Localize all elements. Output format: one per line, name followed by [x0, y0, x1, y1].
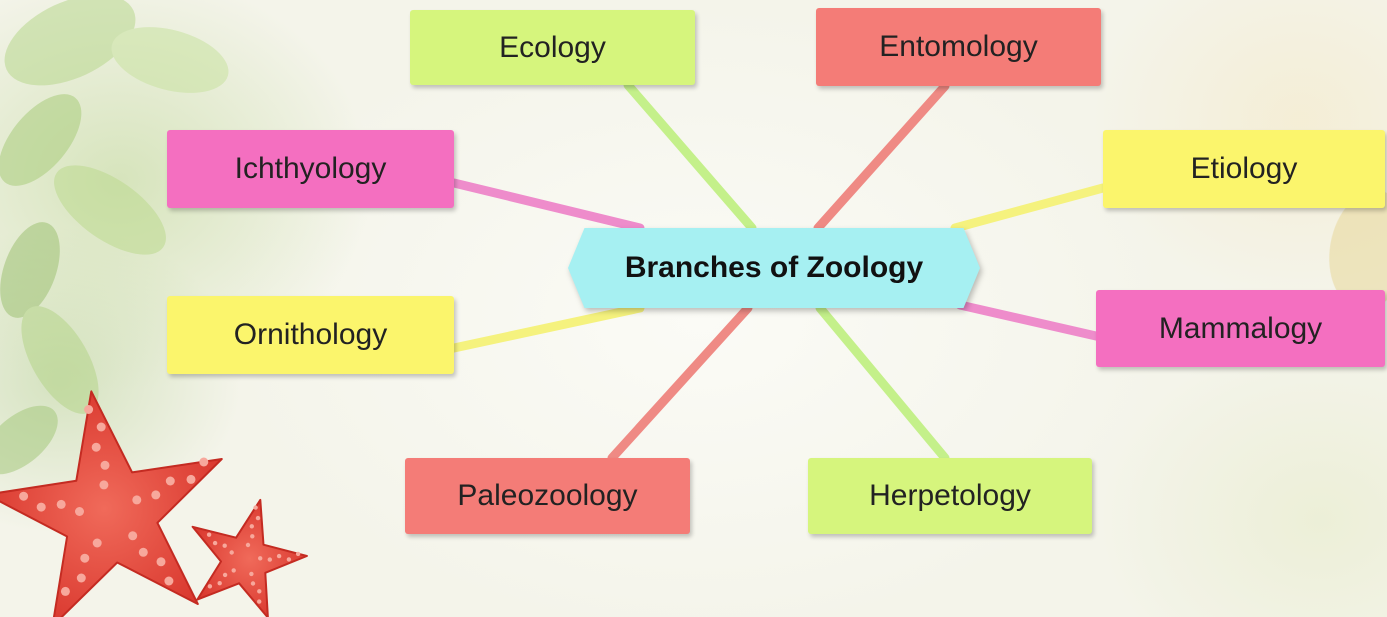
starfish-bump [250, 534, 255, 539]
starfish-bump [165, 476, 175, 486]
starfish-bump [249, 571, 254, 577]
branch-node-herpetology: Herpetology [808, 458, 1092, 534]
starfish-bump [80, 553, 90, 563]
connector-line-entomology [813, 81, 950, 233]
starfish-bump [231, 568, 236, 573]
starfish-bump [92, 538, 102, 548]
starfish-bump [84, 405, 94, 414]
starfish-bump [91, 442, 101, 452]
branch-label: Ichthyology [234, 152, 387, 185]
starfish-bump [132, 495, 142, 505]
branch-label: Mammalogy [1158, 311, 1323, 345]
branch-label: Ornithology [233, 318, 388, 351]
starfish-bump [60, 586, 70, 596]
connector-line-ecology [623, 80, 757, 233]
starfish-bump [212, 540, 218, 546]
connector-line-herpetology [815, 303, 950, 463]
branch-node-etiology: Etiology [1103, 130, 1385, 208]
starfish-bump [276, 553, 282, 559]
starfish-bump [186, 474, 196, 484]
starfish-bump [75, 507, 84, 516]
starfish-bump [217, 581, 222, 586]
starfish-bump [253, 505, 258, 510]
branch-label: Etiology [1190, 152, 1298, 185]
starfish-bump [19, 491, 29, 501]
starfish-bump [257, 599, 262, 604]
starfish-bump [286, 557, 292, 562]
central-topic-shape [568, 228, 980, 308]
branch-label: Ecology [499, 30, 606, 64]
starfish-bump [36, 502, 46, 512]
starfish-bump [56, 499, 66, 509]
starfish-bump [100, 460, 110, 470]
starfish-bump [257, 589, 262, 594]
branch-node-ichthyology: Ichthyology [167, 130, 454, 208]
starfish-bump [222, 572, 228, 578]
starfish-bump [229, 550, 234, 555]
central-topic-label: Branches of Zoology [624, 251, 924, 284]
starfish-bump [164, 576, 174, 586]
starfish-bump [156, 557, 166, 567]
starfish-bump [249, 524, 254, 529]
starfish-bump [250, 581, 256, 586]
branch-node-paleozoology: Paleozoology [405, 458, 690, 534]
starfish-large [0, 390, 223, 617]
connector-line-ornithology [449, 303, 645, 353]
branch-node-entomology: Entomology [816, 8, 1101, 86]
starfish-bump [206, 532, 212, 537]
central-topic-node: Branches of Zoology [568, 228, 980, 308]
connector-line-etiology [950, 183, 1108, 233]
starfish-bump [255, 515, 261, 521]
branch-label: Herpetology [869, 479, 1031, 512]
branch-node-ornithology: Ornithology [167, 296, 454, 374]
starfish-bump [258, 556, 263, 561]
starfish-bump [207, 584, 213, 589]
starfish-bump [245, 542, 251, 548]
starfish-bump [267, 557, 272, 562]
branch-node-mammalogy: Mammalogy [1096, 290, 1385, 367]
starfish-bump [151, 490, 161, 500]
branch-label: Entomology [879, 30, 1038, 63]
branch-label: Paleozoology [457, 479, 638, 512]
connector-line-paleozoology [607, 303, 753, 463]
starfish-bump [76, 573, 86, 583]
starfish-bump [199, 457, 209, 467]
starfish-bump [128, 531, 138, 541]
connector-line-ichthyology [449, 178, 645, 233]
starfish-bump [99, 480, 109, 490]
starfish-small [191, 498, 308, 617]
starfish-bump [138, 547, 148, 557]
connector-line-mammalogy [955, 300, 1101, 341]
branch-node-ecology: Ecology [410, 10, 695, 85]
starfish-bump [222, 543, 227, 548]
starfish-bump [295, 551, 301, 557]
starfish-bump [96, 422, 106, 432]
